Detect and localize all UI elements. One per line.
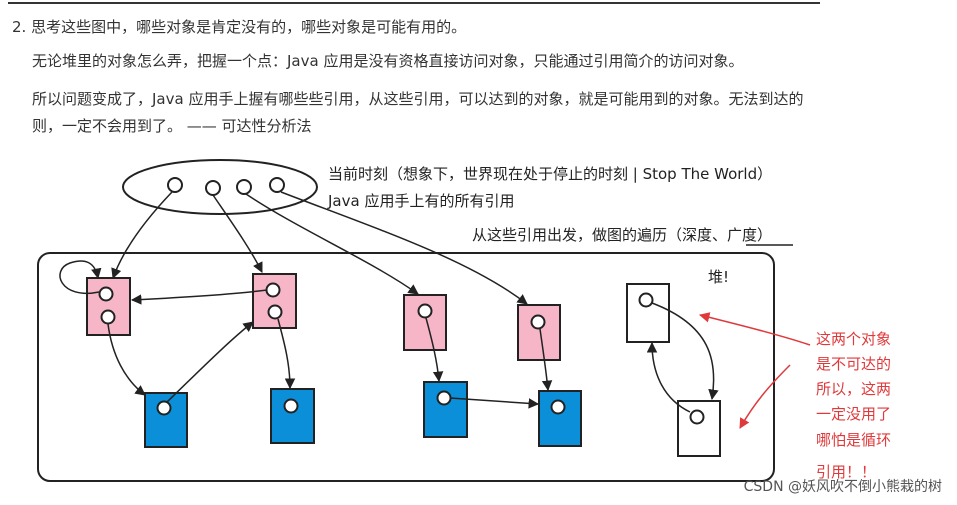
edge-pink-b-to-pink-a (130, 289, 268, 305)
root-ref-1 (167, 177, 183, 193)
red-note: 这两个对象 是不可达的 所以，这两 一定没用了 哪怕是循环 引用！！ (816, 330, 891, 481)
edge-pink-a-self-loop (59, 260, 102, 295)
object-pink-d-ref (530, 314, 546, 330)
edge-root2-to-pink-b (212, 194, 263, 273)
red-arrow-to-unreachable-a (698, 312, 811, 346)
heap-box (37, 252, 775, 482)
object-pink-a-ref-1 (98, 286, 114, 302)
root-ref-4 (269, 177, 285, 193)
red-note-line-1: 这两个对象 (816, 330, 891, 348)
object-blue-a-ref (156, 400, 172, 416)
edge-blue-a-to-pink-b (166, 321, 254, 403)
edge-blue-c-to-blue-d (449, 397, 540, 409)
edge-pink-b-to-blue-b (277, 318, 296, 390)
object-unreachable-a-ref (638, 292, 654, 308)
object-pink-c-ref (417, 303, 433, 319)
edge-root3-to-pink-c (245, 193, 419, 295)
object-pink-b-ref-2 (267, 304, 283, 320)
red-note-line-3: 所以，这两 (816, 380, 891, 398)
object-pink-d (517, 304, 561, 361)
edge-pink-a-to-blue-a (107, 323, 146, 396)
edge-pink-c-to-blue-c (425, 317, 444, 383)
conclusion-text-line1: 所以问题变成了，Java 应用手上握有哪些些引用，从这些引用，可以达到的对象，就… (32, 90, 804, 108)
red-note-line-5: 哪怕是循环 (816, 431, 891, 449)
edge-root4-to-pink-d (280, 191, 528, 305)
root-ref-2 (205, 180, 221, 196)
object-blue-d (538, 390, 582, 447)
moment-annotation: 当前时刻（想象下，世界现在处于停止的时刻 | Stop The World） (328, 165, 772, 183)
root-ref-3 (236, 179, 252, 195)
red-note-line-6: 引用！！ (816, 463, 876, 481)
edge-unreachable-a-to-b (651, 302, 719, 401)
red-note-line-2: 是不可达的 (816, 355, 891, 373)
edge-pink-d-to-blue-d (539, 328, 553, 392)
edge-root1-to-pink-a (111, 191, 173, 279)
object-pink-c (403, 294, 447, 351)
traverse-annotation: 从这些引用出发，做图的遍历（深度、广度） (472, 226, 772, 244)
edge-unreachable-b-to-a (646, 341, 691, 413)
object-pink-a-ref-2 (100, 309, 116, 325)
top-divider (8, 2, 820, 4)
heap-label: 堆! (708, 268, 729, 286)
object-blue-b-ref (283, 398, 299, 414)
object-blue-b (270, 388, 315, 444)
red-arrow-to-unreachable-b (739, 364, 791, 429)
object-unreachable-b-ref (689, 409, 705, 425)
object-unreachable-a (626, 283, 670, 343)
question-text: 2. 思考这些图中，哪些对象是肯定没有的，哪些对象是可能有用的。 (12, 18, 467, 36)
conclusion-text-line2: 则，一定不会用到了。 —— 可达性分析法 (32, 117, 312, 135)
object-blue-c (423, 381, 468, 438)
object-blue-c-ref (436, 390, 452, 406)
object-blue-d-ref (550, 399, 566, 415)
red-note-line-4: 一定没用了 (816, 405, 891, 423)
watermark: CSDN @妖风吹不倒小熊栽的树 (744, 479, 942, 495)
object-pink-b (252, 273, 297, 329)
object-pink-b-ref-1 (265, 282, 281, 298)
principle-text: 无论堆里的对象怎么弄，把握一个点：Java 应用是没有资格直接访问对象，只能通过… (32, 52, 744, 70)
refs-annotation: Java 应用手上有的所有引用 (327, 192, 514, 210)
